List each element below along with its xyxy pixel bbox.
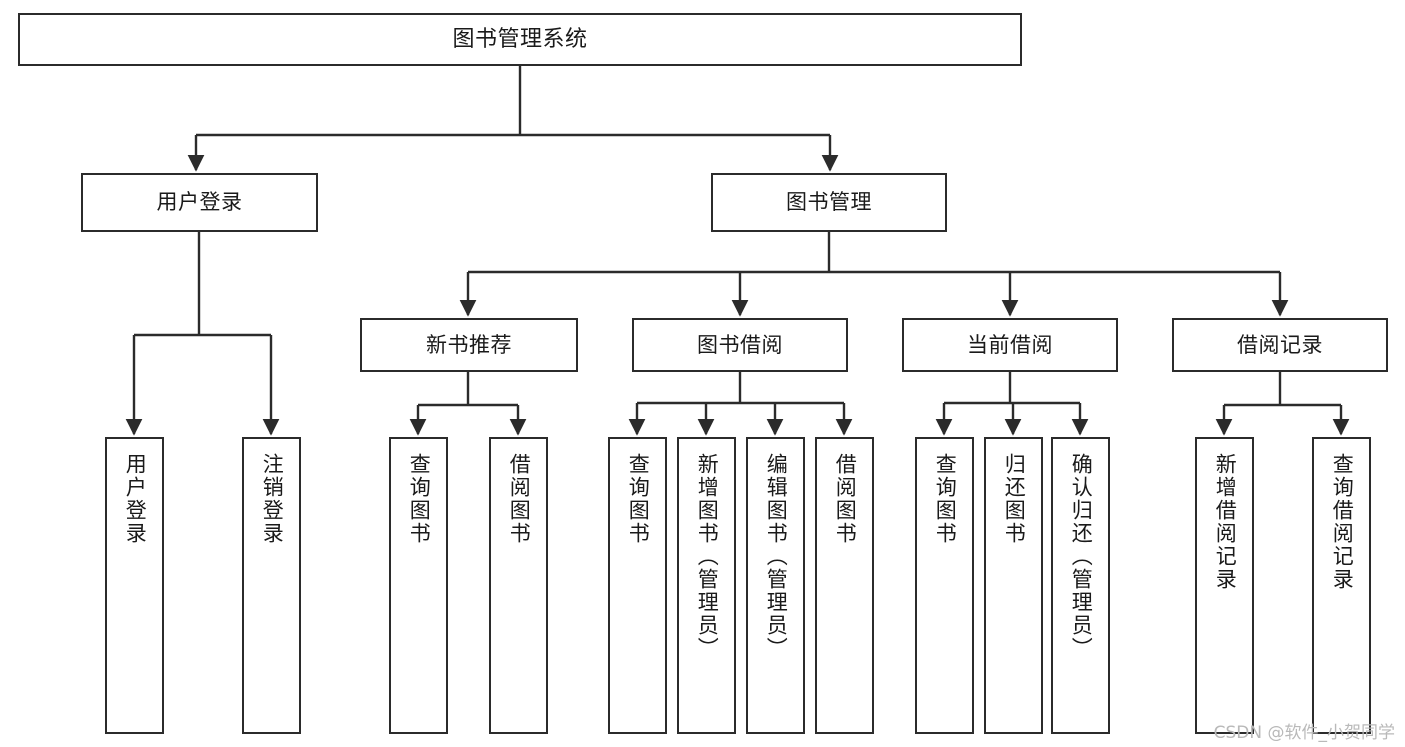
node-leaf-add-record-label: 新增借阅记录 <box>1213 453 1238 591</box>
node-new-book-rec-label: 新书推荐 <box>426 332 512 357</box>
node-leaf-query-record-label: 查询借阅记录 <box>1330 453 1355 591</box>
node-leaf-return-book-label: 归还图书 <box>1002 453 1027 545</box>
node-leaf-borrow-book-2[interactable]: 借阅图书 <box>815 437 874 734</box>
node-leaf-borrow-book-2-label: 借阅图书 <box>833 453 858 545</box>
node-leaf-confirm-return-label: 确认归还（管理员） <box>1069 453 1094 660</box>
node-leaf-query-book-2[interactable]: 查询图书 <box>608 437 667 734</box>
node-leaf-query-book-2-label: 查询图书 <box>626 453 651 545</box>
node-leaf-query-book-1[interactable]: 查询图书 <box>389 437 448 734</box>
node-leaf-return-book[interactable]: 归还图书 <box>984 437 1043 734</box>
node-current-borrow-label: 当前借阅 <box>967 332 1053 357</box>
node-leaf-add-record[interactable]: 新增借阅记录 <box>1195 437 1254 734</box>
csdn-watermark: CSDN @软件_小贺同学 <box>1213 723 1395 743</box>
node-leaf-query-book-3[interactable]: 查询图书 <box>915 437 974 734</box>
node-leaf-add-book[interactable]: 新增图书（管理员） <box>677 437 736 734</box>
node-leaf-logout[interactable]: 注销登录 <box>242 437 301 734</box>
node-leaf-query-record[interactable]: 查询借阅记录 <box>1312 437 1371 734</box>
node-leaf-borrow-book-1[interactable]: 借阅图书 <box>489 437 548 734</box>
node-leaf-user-login[interactable]: 用户登录 <box>105 437 164 734</box>
node-book-borrow[interactable]: 图书借阅 <box>632 318 848 372</box>
node-leaf-query-book-1-label: 查询图书 <box>407 453 432 545</box>
node-user-login-label: 用户登录 <box>156 190 243 215</box>
node-leaf-edit-book[interactable]: 编辑图书（管理员） <box>746 437 805 734</box>
node-user-login[interactable]: 用户登录 <box>81 173 318 232</box>
node-new-book-rec[interactable]: 新书推荐 <box>360 318 578 372</box>
node-leaf-logout-label: 注销登录 <box>260 453 285 545</box>
node-leaf-borrow-book-1-label: 借阅图书 <box>507 453 532 545</box>
node-leaf-confirm-return[interactable]: 确认归还（管理员） <box>1051 437 1110 734</box>
node-root-label: 图书管理系统 <box>452 26 588 52</box>
node-root[interactable]: 图书管理系统 <box>18 13 1022 66</box>
node-book-borrow-label: 图书借阅 <box>697 332 783 357</box>
node-leaf-query-book-3-label: 查询图书 <box>933 453 958 545</box>
node-leaf-edit-book-label: 编辑图书（管理员） <box>764 453 789 660</box>
node-book-manage[interactable]: 图书管理 <box>711 173 947 232</box>
node-borrow-record-label: 借阅记录 <box>1237 332 1323 357</box>
node-book-manage-label: 图书管理 <box>786 190 872 215</box>
node-leaf-user-login-label: 用户登录 <box>123 453 148 545</box>
node-current-borrow[interactable]: 当前借阅 <box>902 318 1118 372</box>
node-leaf-add-book-label: 新增图书（管理员） <box>695 453 720 660</box>
node-borrow-record[interactable]: 借阅记录 <box>1172 318 1388 372</box>
